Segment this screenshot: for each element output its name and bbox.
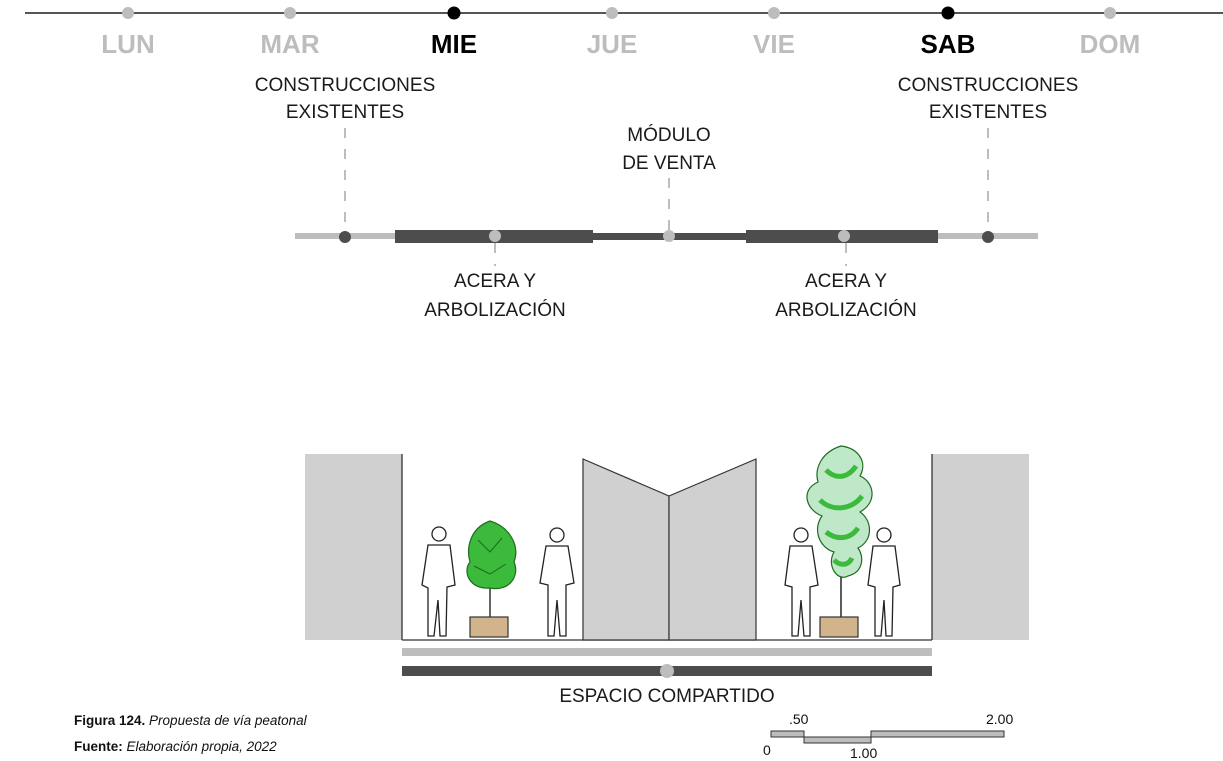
graphic-scale: 0 .50 1.00 2.00 (763, 711, 1013, 761)
building-left (305, 454, 402, 640)
person-icon-3 (784, 527, 819, 637)
day-dot-vie (768, 7, 780, 19)
construcciones-right-line1: CONSTRUCCIONES (898, 75, 1079, 96)
construcciones-left-line2: EXISTENTES (286, 102, 404, 123)
day-dots (122, 6, 1116, 20)
day-label-mie: MIE (431, 29, 477, 59)
acera-left-line1: ACERA Y (454, 271, 536, 292)
person-icon-4 (867, 527, 901, 637)
day-label-jue: JUE (587, 29, 638, 59)
figure-title: Propuesta de vía peatonal (149, 713, 307, 728)
plan-dot-construcciones-left (339, 231, 351, 243)
day-dot-sab (941, 6, 955, 20)
acera-left-line2: ARBOLIZACIÓN (424, 299, 565, 321)
planter-right (819, 616, 859, 638)
tree-tall-icon (806, 445, 873, 638)
plan-dot-acera-right (838, 230, 850, 242)
day-label-lun: LUN (101, 29, 154, 59)
section-dot (660, 664, 674, 678)
tree-small-icon (466, 520, 517, 638)
planter-left (469, 616, 509, 638)
day-label-sab: SAB (921, 29, 976, 59)
day-dot-mar (284, 7, 296, 19)
modulo-line1: MÓDULO (627, 124, 710, 146)
scale-seg-3 (870, 730, 1005, 738)
street-section (305, 445, 1029, 641)
building-right (932, 454, 1029, 640)
scale-seg-1 (770, 730, 805, 738)
day-dot-dom (1104, 7, 1116, 19)
construcciones-left-line1: CONSTRUCCIONES (255, 75, 436, 96)
person-icon-2 (539, 527, 575, 637)
week-timeline: LUN MAR MIE JUE VIE SAB DOM (25, 6, 1223, 59)
day-labels: LUN MAR MIE JUE VIE SAB DOM (101, 29, 1140, 59)
module-panel-left (582, 458, 670, 641)
plan-bar (295, 230, 1038, 243)
scale-label-0: 0 (763, 742, 771, 758)
scale-label-100: 1.00 (850, 745, 877, 761)
module-panel-right (668, 458, 757, 641)
day-label-vie: VIE (753, 29, 795, 59)
day-dot-lun (122, 7, 134, 19)
vending-module (582, 458, 757, 641)
day-label-dom: DOM (1080, 29, 1141, 59)
figure-source: Fuente: Elaboración propia, 2022 (74, 739, 277, 754)
source-label: Fuente: (74, 739, 123, 754)
acera-right-line2: ARBOLIZACIÓN (775, 299, 916, 321)
plan-dot-construcciones-right (982, 231, 994, 243)
day-label-mar: MAR (260, 29, 319, 59)
leader-lines (344, 128, 989, 266)
modulo-line2: DE VENTA (622, 153, 716, 174)
espacio-compartido-label: ESPACIO COMPARTIDO (559, 686, 774, 707)
section-bar-light (402, 648, 932, 656)
scale-label-050: .50 (789, 711, 809, 727)
figure-number: Figura 124. (74, 713, 146, 728)
day-dot-jue (606, 7, 618, 19)
source-text: Elaboración propia, 2022 (126, 739, 277, 754)
scale-label-200: 2.00 (986, 711, 1013, 727)
person-icon-1 (421, 526, 456, 637)
construcciones-right-line2: EXISTENTES (929, 102, 1047, 123)
day-dot-mie (447, 6, 461, 20)
scale-seg-2 (803, 736, 872, 744)
plan-dot-acera-left (489, 230, 501, 242)
plan-dot-modulo (663, 230, 675, 242)
acera-right-line1: ACERA Y (805, 271, 887, 292)
figure-caption: Figura 124. Propuesta de vía peatonal (74, 713, 307, 728)
